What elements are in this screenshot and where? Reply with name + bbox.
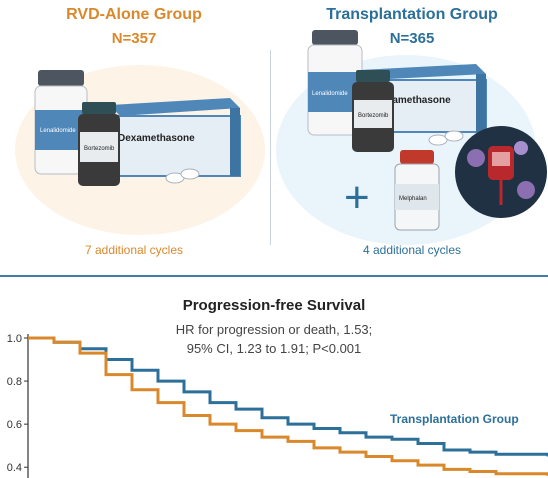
vial-label-right: Melphalan xyxy=(399,196,427,202)
y-tick-label: 0.8 xyxy=(7,376,22,388)
rvd-alone-curve xyxy=(28,336,548,476)
transplantation-n: N=365 xyxy=(389,30,435,47)
chart-title: Progression-free Survival xyxy=(182,297,366,314)
hr-line-2: 95% CI, 1.23 to 1.91; P<0.001 xyxy=(186,341,362,356)
box-label-left: Dexamethasone xyxy=(118,133,195,144)
transplantation-cycles: 4 additional cycles xyxy=(362,243,462,257)
bottle1-label-left: Lenalidomide xyxy=(40,128,76,134)
plus-sign: + xyxy=(344,173,370,222)
transplantation-curve-label: Transplantation Group xyxy=(390,412,519,426)
progression-free-survival-chart: 1.0 0.8 0.6 0.4 xyxy=(7,333,548,478)
section-divider xyxy=(0,275,548,277)
rvd-alone-n: N=357 xyxy=(111,30,157,47)
bottle2-label-right: Bortezomib xyxy=(358,113,389,119)
transplantation-panel: Dexamethasone Lenalidomide Bortezomib + … xyxy=(276,0,548,270)
hr-line-1: HR for progression or death, 1.53; xyxy=(175,322,373,337)
transplantation-curve xyxy=(28,336,548,457)
survival-curves xyxy=(28,336,548,476)
box-label-right: Dexamethasone xyxy=(374,95,451,106)
transplantation-title: Transplantation Group xyxy=(326,6,498,23)
rvd-alone-cycles: 7 additional cycles xyxy=(84,243,184,257)
panel-divider xyxy=(270,50,271,245)
transplantation-medications-illustration: Dexamethasone Lenalidomide Bortezomib + … xyxy=(276,30,547,245)
y-tick-label: 0.6 xyxy=(7,419,22,431)
bottle2-label-left: Bortezomib xyxy=(84,146,115,152)
y-tick-label: 1.0 xyxy=(7,333,22,345)
bottle1-label-right: Lenalidomide xyxy=(312,91,348,97)
y-tick-label: 0.4 xyxy=(7,462,22,474)
y-axis: 1.0 0.8 0.6 0.4 xyxy=(7,333,29,478)
rvd-alone-medications-illustration: Dexamethasone Lenalidomide Bortezomib xyxy=(15,65,265,235)
rvd-alone-panel: Dexamethasone Lenalidomide Bortezomib RV… xyxy=(0,0,268,270)
hazard-ratio-text: HR for progression or death, 1.53; 95% C… xyxy=(0,320,548,358)
rvd-alone-title: RVD-Alone Group xyxy=(66,6,202,23)
